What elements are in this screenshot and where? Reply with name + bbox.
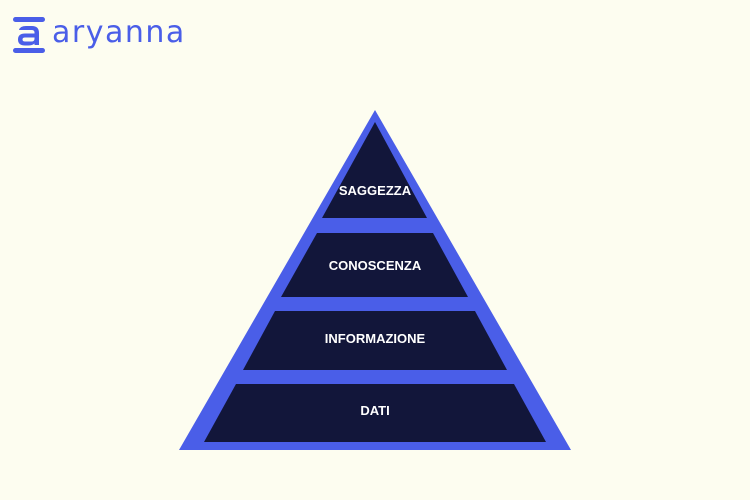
pyramid-level-informazione bbox=[243, 311, 507, 370]
pyramid-level-dati bbox=[204, 384, 546, 442]
pyramid-level-conoscenza bbox=[281, 233, 468, 297]
pyramid-level-saggezza bbox=[322, 122, 427, 218]
brand-name: aryanna bbox=[52, 15, 186, 50]
pyramid-label-dati: DATI bbox=[360, 403, 389, 418]
brand-logo: aryanna bbox=[12, 15, 186, 55]
pyramid-label-informazione: INFORMAZIONE bbox=[325, 331, 426, 346]
pyramid-label-saggezza: SAGGEZZA bbox=[339, 183, 412, 198]
brand-a-icon bbox=[13, 17, 45, 53]
pyramid-label-conoscenza: CONOSCENZA bbox=[329, 258, 422, 273]
